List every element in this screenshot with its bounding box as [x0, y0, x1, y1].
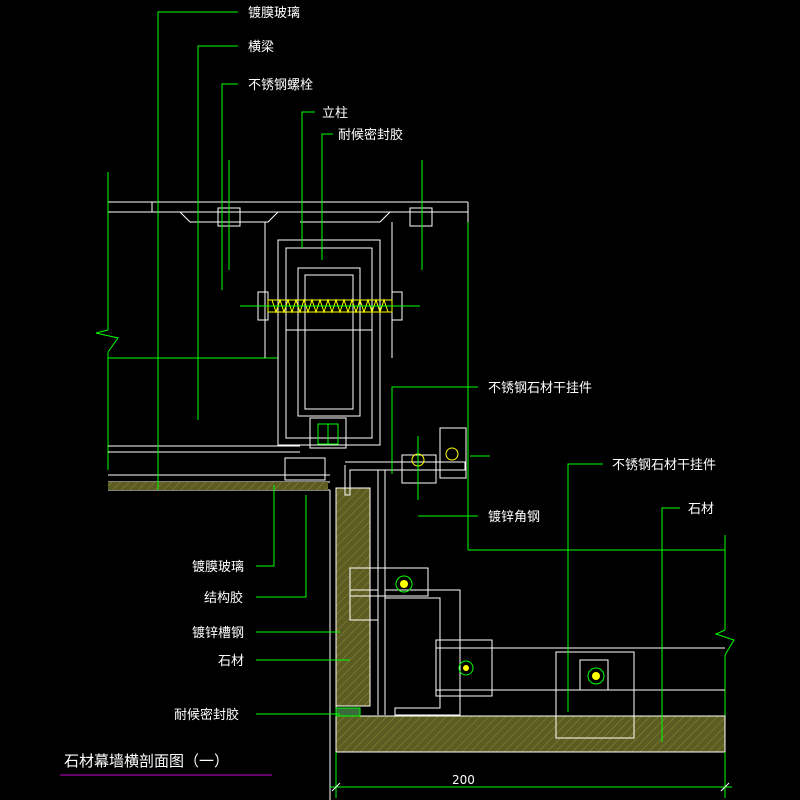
angle-bolt	[401, 436, 459, 500]
label-weather-sealant-bottom: 耐候密封胶	[174, 707, 239, 723]
mullion	[277, 239, 381, 449]
label-galv-channel: 镀锌槽钢	[192, 625, 244, 641]
stone-hanger-2	[458, 651, 635, 739]
label-ss-stone-hanger-1: 不锈钢石材干挂件	[488, 381, 592, 396]
stone-hanger-1	[349, 567, 429, 621]
label-structural-glue: 结构胶	[204, 590, 243, 606]
label-weather-sealant-top: 耐候密封胶	[338, 127, 403, 143]
label-coated-glass-bottom: 镀膜玻璃	[192, 559, 244, 575]
glass-hatch	[108, 482, 328, 490]
dimension-label: 200	[452, 773, 475, 787]
top-bracket	[151, 160, 468, 358]
stone-horizontal	[335, 707, 726, 753]
label-coated-glass-top: 镀膜玻璃	[248, 5, 300, 21]
dimension-200	[330, 752, 732, 798]
label-stone-left: 石材	[218, 654, 244, 669]
label-stone-right: 石材	[688, 502, 714, 517]
label-transom: 横梁	[248, 40, 274, 55]
drawing-title: 石材幕墙横剖面图（一）	[64, 752, 229, 770]
label-ss-bolt: 不锈钢螺栓	[248, 78, 313, 93]
leader-lines	[157, 11, 680, 742]
ss-bolt	[240, 291, 420, 321]
label-ss-stone-hanger-2: 不锈钢石材干挂件	[612, 458, 716, 473]
label-mullion: 立柱	[322, 106, 348, 121]
label-galv-angle: 镀锌角钢	[488, 509, 540, 525]
stone-vertical	[329, 487, 371, 800]
